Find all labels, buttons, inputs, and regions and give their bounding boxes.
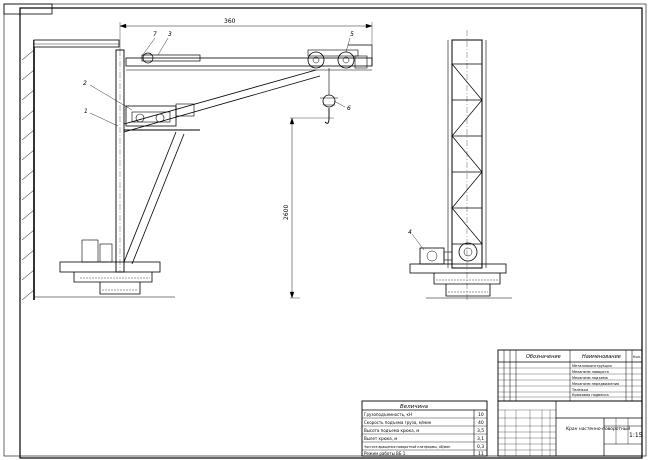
parts-header-designation: Обозначение <box>526 354 561 360</box>
drawing-name-text: Кран настенно-поворотный <box>566 426 630 432</box>
crane-side-view <box>21 22 373 301</box>
reach-dimension: 360 <box>224 18 236 25</box>
parts-row: Механизм поворота <box>572 370 609 374</box>
parts-list: Обозначение Наименование Кол. Металлокон… <box>497 349 643 402</box>
title-block: Кран настенно-поворотный 1:15 <box>497 400 643 457</box>
spec-value: 10 <box>478 412 484 418</box>
callout-1: 1 <box>84 108 88 115</box>
spec-value: 3,5 <box>477 428 484 434</box>
spec-value: 11 <box>478 451 484 457</box>
parts-row: Механизм передвижения <box>572 382 619 386</box>
spec-label: Скорость подъема груза, м/мин <box>364 420 432 425</box>
parts-row: Металлоконструкция <box>572 364 612 368</box>
outer-border <box>3 3 647 457</box>
spec-value: 40 <box>478 420 484 426</box>
corner-stamp <box>3 3 53 15</box>
callout-6: 6 <box>347 105 351 112</box>
parts-row: Крюковая подвеска <box>572 393 609 397</box>
spec-label: Вылет крюка, м <box>364 436 397 441</box>
callout-4: 4 <box>408 229 412 236</box>
callout-7-top: 7 <box>153 31 157 38</box>
height-dimension: 2600 <box>283 205 290 220</box>
parts-row: Механизм подъема <box>572 376 608 380</box>
spec-value: 3,1 <box>477 436 484 442</box>
spec-label: Режим работы ВБ 1 <box>364 451 406 456</box>
callout-3: 3 <box>168 31 172 38</box>
spec-label: Грузоподъемность, кН <box>364 412 412 417</box>
spec-label: Высота подъема крюка, м <box>364 428 419 433</box>
callout-2: 2 <box>83 80 87 87</box>
parts-header-qty: Кол. <box>633 355 641 359</box>
spec-value: 0,3 <box>477 444 484 450</box>
drawing-scale: 1:15 <box>629 432 643 439</box>
mast-front-view <box>409 30 512 300</box>
spec-label: Частота вращения поворотной платформы, о… <box>364 445 450 449</box>
drawing-name: Кран настенно-поворотный <box>566 426 630 432</box>
parts-header-name: Наименование <box>582 354 621 360</box>
inner-frame <box>19 7 643 459</box>
parts-row: Тележка <box>571 388 588 392</box>
spec-table: Величина Грузоподъемность, кН 10 Скорост… <box>361 400 488 457</box>
spec-table-title: Величина <box>400 404 429 410</box>
callout-5: 5 <box>350 31 354 38</box>
